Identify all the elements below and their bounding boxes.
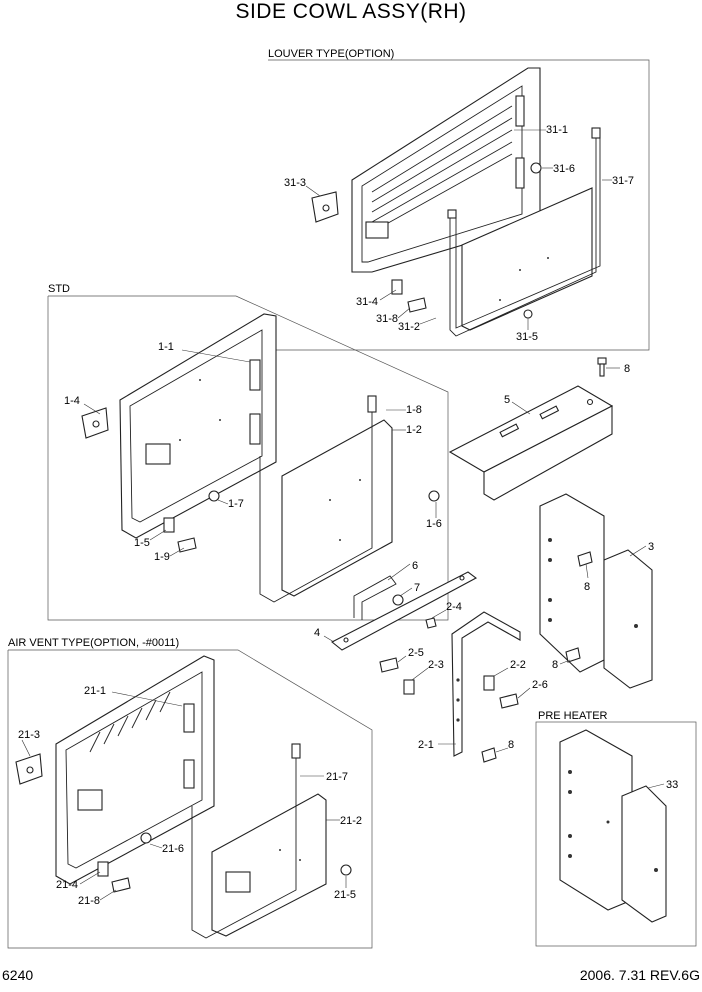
bumper-31-6 [530,162,542,174]
label-31-8: 31-8 [376,313,398,325]
section-label-air-vent: AIR VENT TYPE(OPTION, -#0011) [8,637,179,649]
label-8-c: 8 [552,659,558,671]
bolt-2-4 [425,617,437,629]
label-1-2: 1-2 [406,424,422,436]
bracket-4 [330,571,478,651]
label-1-1: 1-1 [158,341,174,353]
label-4: 4 [314,627,320,639]
air-vent-panel-21-2 [211,793,327,937]
bolt-8-d [481,747,497,763]
std-panel-1-2 [281,419,393,597]
label-8-d: 8 [508,739,514,751]
air-vent-section: AIR VENT TYPE(OPTION, -#0011) [7,637,373,949]
bolt-2-5 [379,657,399,673]
louver-tube-31-7 [447,127,601,337]
label-31-7: 31-7 [612,175,634,187]
latch-1-4 [81,407,109,439]
label-2-6: 2-6 [532,679,548,691]
louver-type-section: LOUVER TYPE(OPTION) [268,48,650,351]
page-number: 6240 [2,967,33,983]
section-label-pre-heater: PRE HEATER [538,710,608,722]
heater-bracket-33 [559,729,667,923]
bumper-1-6 [428,490,440,502]
bolt-8-top [597,357,607,377]
label-31-1: 31-1 [546,124,568,136]
bracket-5 [448,385,614,501]
bumper-21-5 [340,864,352,876]
revision-date: 2006. 7.31 REV.6G [580,967,700,983]
latch-31-3 [311,191,339,223]
label-1-7: 1-7 [228,498,244,510]
label-31-6: 31-6 [553,163,575,175]
common-parts: 8 5 3 8 8 6 7 4 2-4 2-5 2-3 2-2 2-6 2-1 … [314,357,654,763]
label-21-8: 21-8 [78,895,100,907]
label-1-9: 1-9 [154,551,170,563]
label-31-2: 31-2 [398,321,420,333]
label-21-2: 21-2 [340,815,362,827]
air-vent-door-21-1 [55,655,215,885]
air-vent-tube-21-7 [191,743,301,939]
bolt-1-9 [177,537,197,553]
label-1-8: 1-8 [406,404,422,416]
label-1-5: 1-5 [134,537,150,549]
label-2-2: 2-2 [510,659,526,671]
label-2-5: 2-5 [408,647,424,659]
section-label-std: STD [48,283,70,295]
label-21-3: 21-3 [18,729,40,741]
bracket-2-1 [451,611,521,757]
label-7: 7 [414,582,420,594]
label-31-3: 31-3 [284,177,306,189]
bolt-8-c [565,647,581,663]
label-5: 5 [504,394,510,406]
bumper-1-7 [208,490,220,502]
label-6: 6 [412,560,418,572]
bolt-21-8 [111,877,131,893]
bolt-2-6 [499,693,519,709]
bracket-31-4 [391,279,403,295]
bumper-7 [392,594,404,606]
label-33: 33 [666,779,678,791]
latch-21-3 [15,753,43,785]
label-1-6: 1-6 [426,518,442,530]
label-21-5: 21-5 [334,889,356,901]
label-2-1: 2-1 [418,739,434,751]
label-8-b: 8 [584,581,590,593]
label-2-4: 2-4 [446,601,462,613]
section-label-louver: LOUVER TYPE(OPTION) [268,48,394,60]
louver-panel-31-2 [461,187,593,331]
label-21-1: 21-1 [84,685,106,697]
bumper-21-6 [140,832,152,844]
bracket-21-4 [97,861,109,877]
std-tube-1-8 [259,395,377,603]
label-21-7: 21-7 [326,771,348,783]
bracket-3 [539,493,653,689]
label-1-4: 1-4 [64,395,80,407]
bracket-2-2 [483,675,495,691]
label-31-5: 31-5 [516,331,538,343]
label-2-3: 2-3 [428,659,444,671]
bumper-31-5 [523,309,533,319]
label-21-4: 21-4 [56,879,78,891]
bolt-8-b [577,551,593,567]
label-31-4: 31-4 [356,296,378,308]
bolt-31-8 [407,297,427,313]
page-title: SIDE COWL ASSY(RH) [235,0,466,23]
bracket-1-5 [163,517,175,533]
handle-6 [353,575,397,620]
label-3: 3 [648,541,654,553]
label-21-6: 21-6 [162,843,184,855]
louver-door-31-1 [351,67,541,273]
std-section: STD [47,283,449,621]
std-door-1-1 [119,313,277,539]
bracket-2-3 [403,679,415,695]
pre-heater-section: PRE HEATER 33 [535,710,697,947]
label-8-top: 8 [624,363,630,375]
